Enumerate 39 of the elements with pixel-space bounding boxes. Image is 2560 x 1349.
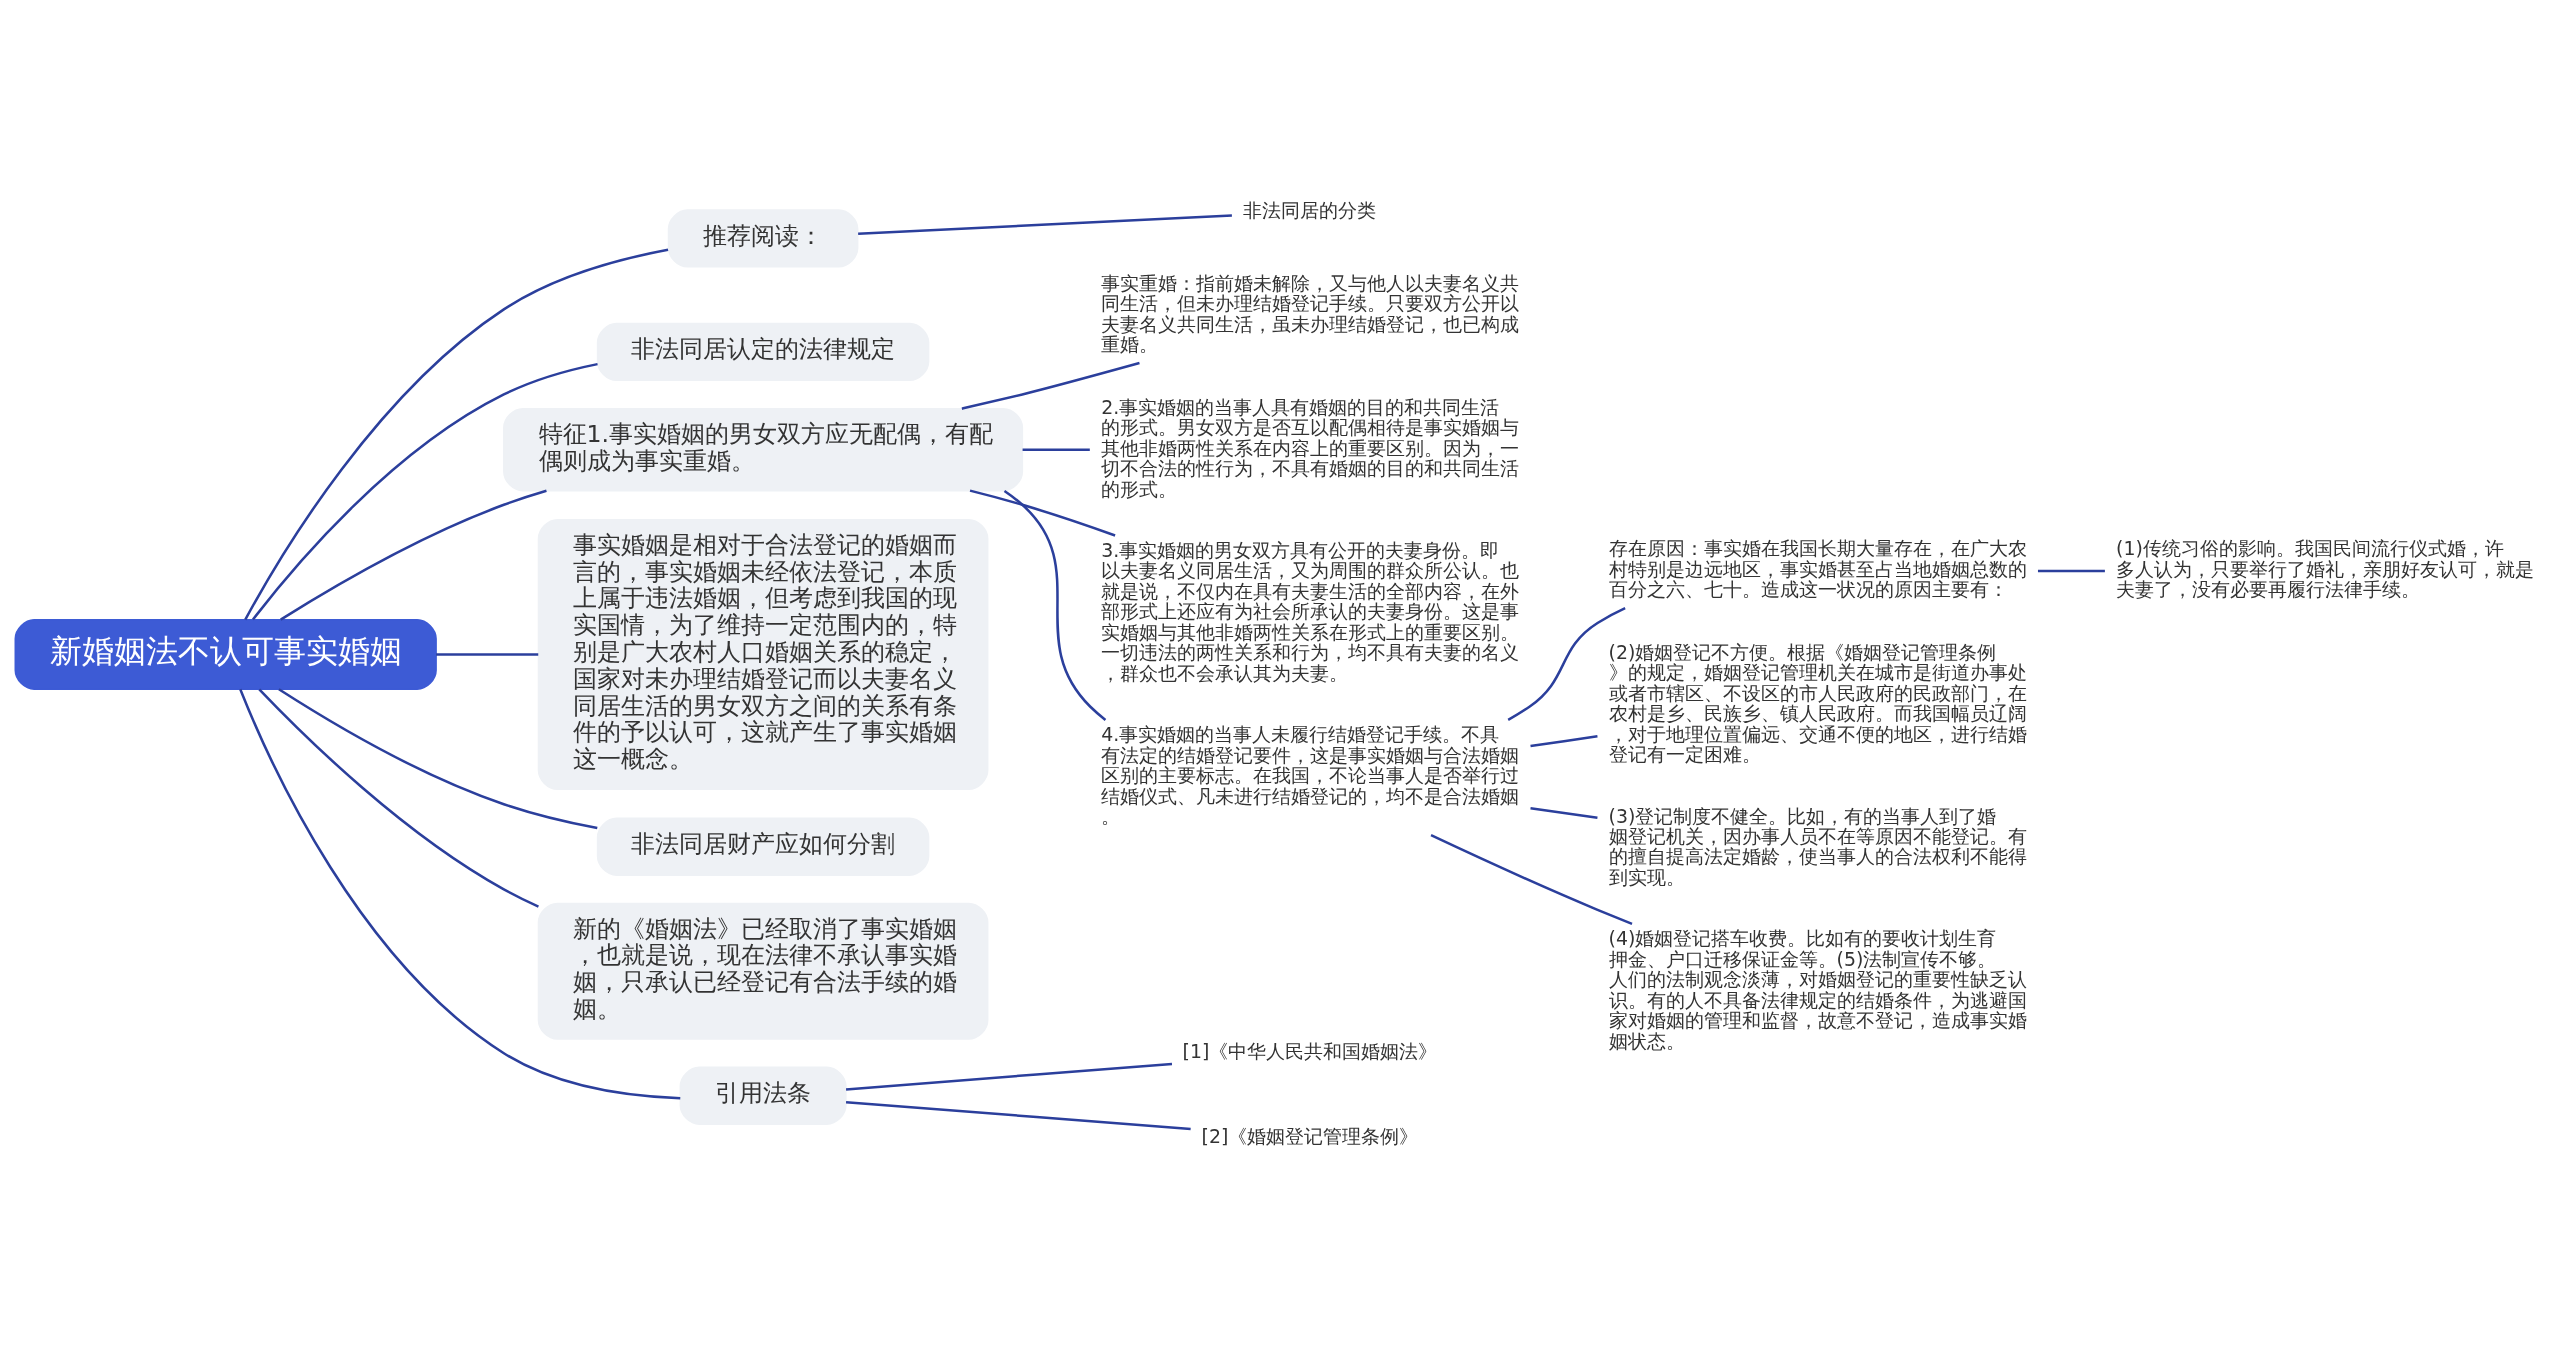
node-box: 新婚姻法不认可事实婚姻 — [14, 618, 437, 690]
connector — [278, 687, 598, 829]
connector — [239, 688, 681, 1100]
node-box: 非法同居财产应如何分割 — [596, 817, 930, 876]
node-text: (3)登记制度不健全。比如，有的当事人到了婚姻登记机关，因办事人员不在等原因不能登记。有的擅自提高法定婚龄，使当事人的合法权利不能得到实现。 — [1608, 804, 2027, 888]
connector — [436, 652, 539, 656]
connector — [1022, 447, 1090, 451]
connector — [258, 688, 539, 908]
node-box: 特征1.事实婚姻的男女双方应无配偶，有配偶则成为事实重婚。 — [503, 407, 1024, 491]
connector — [1530, 734, 1598, 747]
connector — [845, 1062, 1173, 1091]
node-text: (4)婚姻登记搭车收费。比如有的要收计划生育押金、户口迁移保证金等。(5)法制宣传不够。人们的法制观念淡薄，对婚姻登记的重要性缺乏认识。有的人不具备法律规定的结婚条件，为逃避国家对婚姻的管理和监督，故意不登记，造成事实婚姻状态。 — [1608, 926, 2027, 1052]
connector — [1003, 489, 1107, 721]
node-text: 事实重婚：指前婚未解除，又与他人以夫妻名义共同生活，但未办理结婚登记手续。只要双方公开以夫妻名义共同生活，虽未办理结婚登记，也已构成重婚。 — [1101, 271, 1520, 355]
connector — [280, 489, 547, 621]
connector — [252, 362, 598, 620]
connector — [1507, 606, 1626, 721]
node-box: 推荐阅读： — [667, 208, 859, 268]
node-box: 引用法条 — [679, 1066, 847, 1125]
node-text: 2.事实婚姻的当事人具有婚姻的目的和共同生活的形式。男女双方是否互以配偶相待是事实婚姻与其他非婚两性关系在内容上的重要区别。因为，一切不合法的性行为，不具有婚姻的目的和共同生活的形式。 — [1101, 395, 1520, 499]
connector — [969, 488, 1116, 537]
node-text: 存在原因：事实婚在我国长期大量存在，在广大农村特别是边远地区，事实婚甚至占当地婚姻总数的百分之六、七十。造成这一状况的原因主要有： — [1608, 536, 2027, 600]
node-text: [2]《婚姻登记管理条例》 — [1201, 1124, 1419, 1147]
connector — [845, 1100, 1191, 1130]
node-text: (1)传统习俗的影响。我国民间流行仪式婚，许多人认为，只要举行了婚礼，亲朋好友认可，就是夫妻了，没有必要再履行法律手续。 — [2116, 536, 2535, 600]
node-text: [1]《中华人民共和国婚姻法》 — [1182, 1039, 1438, 1062]
connector — [1430, 833, 1633, 925]
connector — [858, 213, 1232, 235]
node-box: 新的《婚姻法》已经取消了事实婚姻，也就是说，现在法律不承认事实婚姻，只承认已经登记有合法手续的婚姻。 — [537, 902, 989, 1040]
node-text: (2)婚姻登记不方便。根据《婚姻登记管理条例》的规定，婚姻登记管理机关在城市是街道办事处或者市辖区、不设区的市人民政府的民政部门，在农村是乡、民族乡、镇人民政府。而我国幅员辽阔，对于地理位置偏远、交通不便的地区，进行结婚登记有一定困难。 — [1608, 640, 2027, 765]
connector — [961, 361, 1140, 410]
connector — [244, 248, 669, 620]
node-text: 非法同居的分类 — [1243, 198, 1377, 221]
node-text: 4.事实婚姻的当事人未履行结婚登记手续。不具有法定的结婚登记要件，这是事实婚姻与合法婚姻区别的主要标志。在我国，不论当事人是否举行过结婚仪式、凡未进行结婚登记的，均不是合法婚姻。 — [1101, 722, 1520, 827]
connector — [1530, 806, 1598, 819]
node-box: 事实婚姻是相对于合法登记的婚姻而言的，事实婚姻未经依法登记，本质上属于违法婚姻，但考虑到我国的现实国情，为了维持一定范围内的，特别是广大农村人口婚姻关系的稳定，国家对未办理结婚登记而以夫妻名义同居生活的男女双方之间的关系有条件的予以认可，这就产生了事实婚姻这一概念。 — [537, 518, 989, 790]
node-text: 3.事实婚姻的男女双方具有公开的夫妻身份。即以夫妻名义同居生活，又为周围的群众所公认。也就是说，不仅内在具有夫妻生活的全部内容，在外部形式上还应有为社会所承认的夫妻身份。这是事实婚姻与其他非婚两性关系在形式上的重要区别。一切违法的两性关系和行为，均不具有夫妻的名义，群众也不会承认其为夫妻。 — [1101, 538, 1520, 684]
node-box: 非法同居认定的法律规定 — [596, 322, 930, 381]
connector — [2037, 569, 2105, 572]
